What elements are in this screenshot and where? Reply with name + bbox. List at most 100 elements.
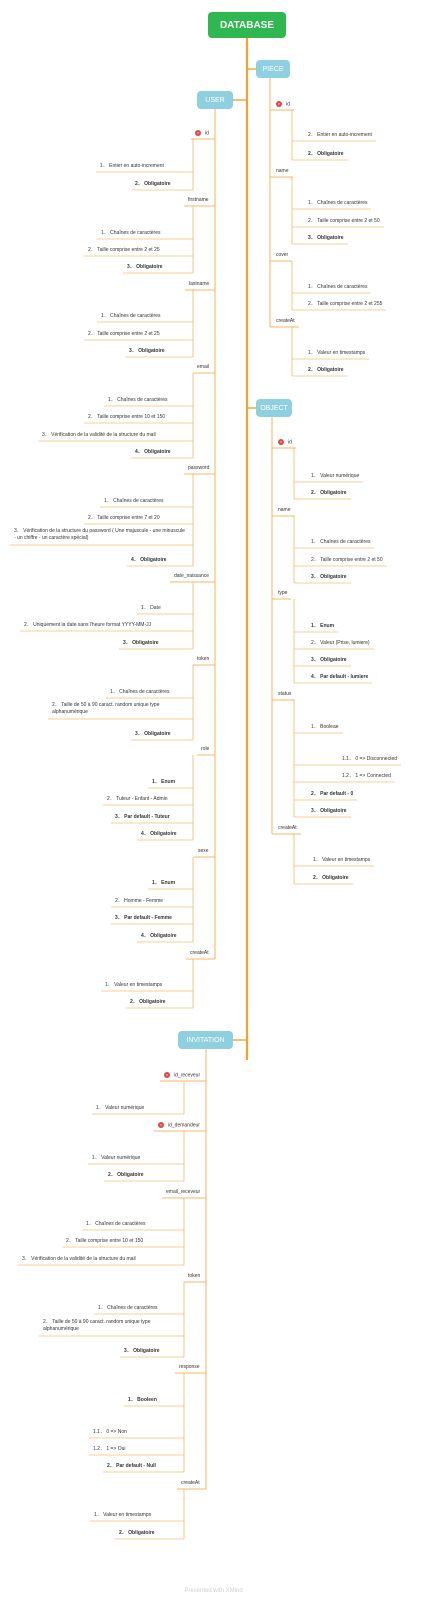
rule-item: 1． Chaînes de caractères: [98, 1305, 158, 1311]
field-name[interactable]: name: [278, 507, 291, 513]
rule-item: 3． Obligatoire: [308, 235, 344, 241]
field-label: status: [278, 691, 292, 697]
field-date-naissance[interactable]: date_naissance: [174, 573, 209, 579]
field-label: id: [286, 101, 290, 108]
rule-item: 3． Obligatoire: [127, 264, 163, 270]
field-id-receveur[interactable]: ×id_receveur: [164, 1072, 200, 1078]
field-token[interactable]: token: [197, 656, 209, 662]
rule-item: 1． Valeur en timestamps: [313, 857, 371, 863]
field-id[interactable]: × id: [278, 439, 292, 445]
field-id-demandeur[interactable]: × id_demandeur: [158, 1122, 200, 1128]
field-label: cover: [276, 252, 289, 258]
rule-item: 1． Chaînes de caractères: [86, 1221, 146, 1227]
section-invitation[interactable]: INVITATION: [178, 1031, 233, 1049]
rule-item: 1.1． 0 => Non: [93, 1429, 127, 1435]
root-node-database[interactable]: DATABASE: [208, 12, 286, 38]
rule-item: 2． Taille comprise entre 2 et 255: [308, 301, 383, 307]
field-label: id_demandeur: [168, 1122, 200, 1129]
rule-item: 2． Uniquement la date sans l'heure forma…: [24, 622, 152, 628]
rule-item: 3． Vérification de la structure du passw…: [14, 528, 185, 541]
field-label: password: [188, 465, 210, 471]
field-cover[interactable]: cover: [276, 252, 288, 258]
rule-item: 2． Taille comprise entre 2 et 25: [88, 331, 160, 337]
rule-item: 2． Entier en auto-increment: [308, 132, 372, 138]
rule-item: 1． Valeur en timestamps: [308, 350, 366, 356]
field-firstname[interactable]: firstname: [188, 197, 209, 203]
rule-item: 3． Par default - Femme: [115, 915, 172, 921]
field-label: token: [188, 1273, 201, 1279]
field-label: response: [179, 1364, 200, 1370]
rule-item: 1． Chaînes de caractères: [308, 284, 368, 290]
rule-item: 3． Obligatoire: [311, 574, 347, 580]
field-label: createAt: [278, 825, 297, 831]
field-id[interactable]: × id: [195, 130, 209, 136]
rule-item: 2． Taille comprise entre 7 et 20: [88, 515, 160, 521]
field-createAt[interactable]: createAt: [181, 1480, 200, 1486]
field-email[interactable]: email: [197, 364, 209, 370]
rule-item: 1． Date: [141, 605, 161, 611]
rule-item: 1． Booleen: [128, 1397, 157, 1403]
field-label: id: [205, 130, 209, 137]
rule-item: 3． Obligatoire: [311, 808, 347, 814]
field-label: id: [288, 439, 292, 446]
field-lastname[interactable]: lastname: [189, 281, 209, 287]
field-label: lastname: [189, 281, 210, 287]
field-label: date_naissance: [174, 573, 210, 579]
rule-item: 1． Chaînes de caractères: [101, 230, 161, 236]
rule-item: 3． Obligatoire: [311, 657, 347, 663]
rule-item: 2． Par default - 0: [311, 791, 354, 797]
field-name[interactable]: name: [276, 168, 289, 174]
field-createAt[interactable]: createAt: [278, 825, 297, 831]
primary-key-icon: ×: [278, 439, 284, 445]
field-label: firstname: [188, 197, 209, 203]
rule-item: 2． Obligatoire: [135, 181, 171, 187]
field-label: email: [197, 364, 209, 370]
field-email-receveur[interactable]: email_receveur: [166, 1189, 200, 1195]
rule-item: 1.2． 1 => Connected: [342, 773, 391, 779]
rule-item: 2． Obligatoire: [308, 151, 344, 157]
rule-item: 1． Entier en auto-increment: [100, 163, 164, 169]
section-piece[interactable]: PIECE: [256, 60, 290, 78]
primary-key-icon: ×: [158, 1122, 164, 1128]
rule-item: 1． Enum: [311, 623, 335, 629]
rule-item: 2． Obligatoire: [308, 367, 344, 373]
rule-item: 1.2． 1 => Oui: [93, 1446, 126, 1452]
field-createAt[interactable]: createAt: [190, 950, 209, 956]
field-id[interactable]: ×id: [276, 101, 290, 107]
rule-item: 1.1． 0 => Disconnected: [342, 756, 398, 762]
field-role[interactable]: role: [201, 746, 209, 752]
rule-item: 2． Valeur (Prise, lumiere): [311, 640, 370, 646]
section-object[interactable]: OBJECT: [256, 399, 292, 417]
rule-item: 1． Chaînes de caractères: [110, 689, 170, 695]
rule-item: 2． Par default - Null: [107, 1463, 156, 1469]
field-type[interactable]: type: [278, 590, 287, 596]
field-response[interactable]: response: [179, 1364, 200, 1370]
rule-item: 4． Obligatoire: [131, 557, 167, 563]
rule-item: 3． Obligatoire: [123, 640, 159, 646]
rule-item: 1． Chaînes de caractères: [308, 200, 368, 206]
rule-item: 2． Taille comprise entre 2 et 50: [308, 218, 380, 224]
rule-item: 3． Obligatoire: [129, 348, 165, 354]
section-user[interactable]: USER: [197, 91, 233, 109]
field-status[interactable]: status: [278, 691, 291, 697]
rule-item: 2． Taille de 50 à 90 caract. random uniq…: [52, 702, 160, 715]
field-label: email_receveur: [166, 1189, 201, 1195]
rule-item: 2． Taille comprise entre 10 et 150: [88, 414, 166, 420]
rule-item: 2． Obligatoire: [108, 1172, 144, 1178]
rule-item: 2． Taille comprise entre 2 et 50: [311, 557, 383, 563]
field-token[interactable]: token: [188, 1273, 200, 1279]
field-password[interactable]: password: [188, 465, 209, 471]
primary-key-icon: ×: [195, 130, 201, 136]
rule-item: 1． Valeur en timestamps: [105, 982, 163, 988]
rule-item: 1． Booleae: [311, 724, 339, 730]
rule-item: 4． Par default - lumiere: [311, 674, 369, 680]
field-label: name: [278, 507, 291, 513]
field-sexe[interactable]: sexe: [198, 848, 209, 854]
field-createAt[interactable]: createAt: [276, 318, 295, 324]
rule-item: 2． Obligatoire: [130, 999, 166, 1005]
rule-item: 4． Obligatoire: [141, 933, 177, 939]
field-label: id_receveur: [174, 1072, 201, 1079]
rule-item: 3． Par default - Tuteur: [115, 814, 170, 820]
